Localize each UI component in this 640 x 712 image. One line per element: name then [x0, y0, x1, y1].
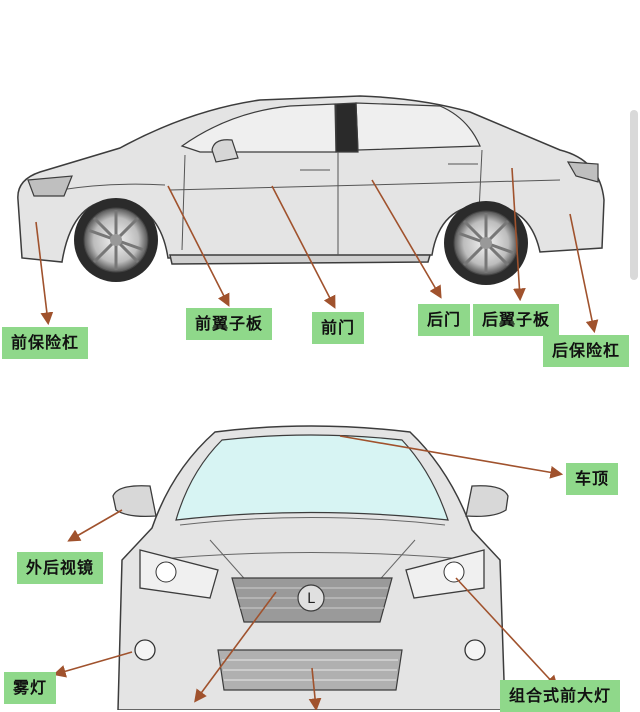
label-fog-light: 雾灯	[4, 672, 57, 704]
front-car-left-mirror	[112, 485, 157, 518]
front-car-grille: L	[217, 577, 403, 691]
label-side-mirror: 外后视镜	[17, 552, 104, 584]
label-front-fender: 前翼子板	[186, 308, 273, 340]
side-view-pointer-lines	[35, 167, 599, 334]
label-headlight: 组合式前大灯	[500, 680, 621, 712]
side-car-rear-wheel	[444, 201, 528, 285]
side-car-taillight	[566, 161, 599, 183]
side-car-panel-lines	[59, 149, 561, 255]
side-car-front-wheel	[74, 198, 158, 282]
label-roof: 车顶	[566, 463, 619, 495]
front-car-windshield	[175, 434, 449, 521]
front-car-left-fog-light	[134, 639, 156, 661]
svg-text:L: L	[307, 591, 315, 607]
front-car-right-mirror	[465, 485, 509, 518]
label-front-door: 前门	[312, 312, 365, 344]
label-rear-fender: 后翼子板	[473, 304, 560, 336]
side-car-headlight	[27, 175, 73, 197]
side-car-mirror	[211, 139, 239, 163]
front-view-pointer-lines	[52, 435, 564, 710]
label-rear-door: 后门	[418, 304, 471, 336]
label-rear-bumper: 后保险杠	[543, 335, 630, 367]
front-car-right-fog-light	[464, 639, 486, 661]
scrollbar[interactable]	[630, 110, 638, 280]
front-car-left-headlight	[139, 549, 219, 599]
label-front-bumper: 前保险杠	[2, 327, 89, 359]
